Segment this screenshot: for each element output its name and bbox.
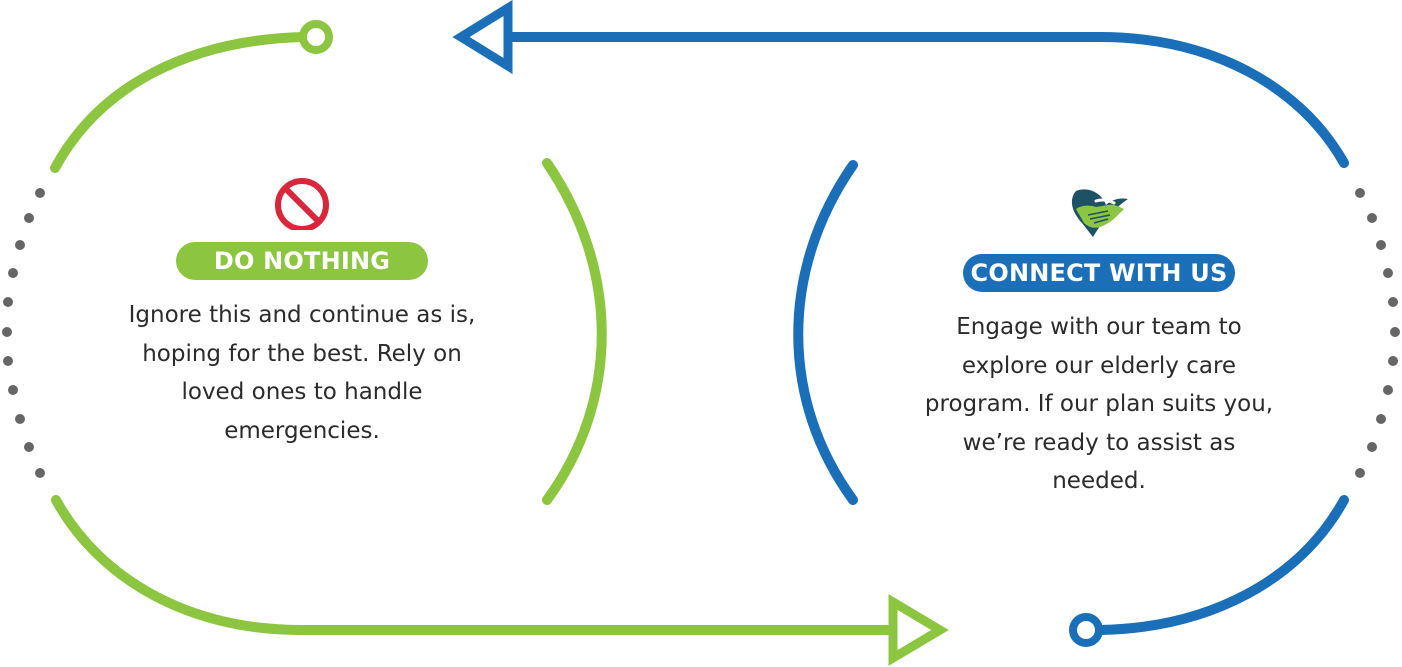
connect-with-us-label: CONNECT WITH US (963, 254, 1235, 292)
blue-arrowhead (452, 0, 513, 75)
inner-green-curve (542, 158, 607, 505)
right-dotted-arc (1355, 188, 1400, 478)
green-arrowhead (888, 594, 949, 666)
connect-with-us-description: Engage with our team to explore our elde… (924, 314, 1274, 494)
bottom-right-blue-arc (1095, 495, 1349, 635)
connect-with-us-panel: CONNECT WITH US Engage with our team to … (918, 185, 1280, 501)
do-nothing-panel: DO NOTHING Ignore this and continue as i… (120, 170, 484, 450)
green-start-circle (299, 20, 333, 54)
blue-end-circle (1069, 613, 1103, 647)
prohibited-icon (275, 178, 329, 230)
top-blue-arc (503, 32, 1349, 168)
do-nothing-description: Ignore this and continue as is, hoping f… (128, 302, 476, 444)
left-dotted-arc (2, 188, 45, 478)
heart-handshake-icon (1071, 189, 1128, 237)
bottom-green-arc (51, 495, 897, 635)
do-nothing-label: DO NOTHING (176, 242, 428, 280)
inner-blue-curve (793, 160, 858, 505)
top-left-green-arc (50, 32, 308, 173)
